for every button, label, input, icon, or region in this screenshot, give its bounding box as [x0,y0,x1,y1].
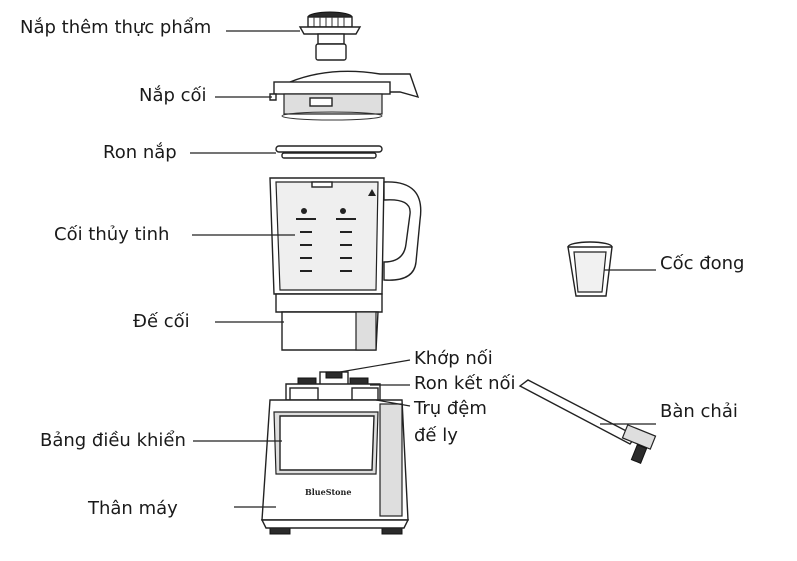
label-ron-nap: Ron nắp [103,142,177,163]
measuring-cup [567,241,613,297]
leader-lines [190,30,656,508]
brand-logo-text: BlueStone [305,487,352,497]
jar-lid [269,70,420,121]
lid-gasket [275,145,383,159]
jar-markings [296,218,356,272]
motor-base [260,371,410,535]
label-than-may: Thân máy [88,498,178,519]
label-ron-ket-noi: Ron kết nối [414,373,516,394]
label-tru-dem-line2: đế ly [414,425,458,446]
label-nap-them-thuc-pham: Nắp thêm thực phẩm [20,17,212,38]
label-tru-dem-line1: Trụ đệm [414,398,487,419]
food-feeder-cap [298,11,362,61]
glass-jar [269,177,422,295]
cleaning-brush [518,379,657,464]
label-de-coi: Đế cối [133,311,190,332]
label-khop-noi: Khớp nối [414,348,493,369]
label-ban-chai: Bàn chải [660,401,738,422]
label-nap-coi: Nắp cối [139,85,207,106]
jar-base [275,293,383,351]
label-coc-dong: Cốc đong [660,253,745,274]
label-coi-thuy-tinh: Cối thủy tinh [54,224,170,245]
label-bang-dieu-khien: Bảng điều khiển [40,430,186,451]
